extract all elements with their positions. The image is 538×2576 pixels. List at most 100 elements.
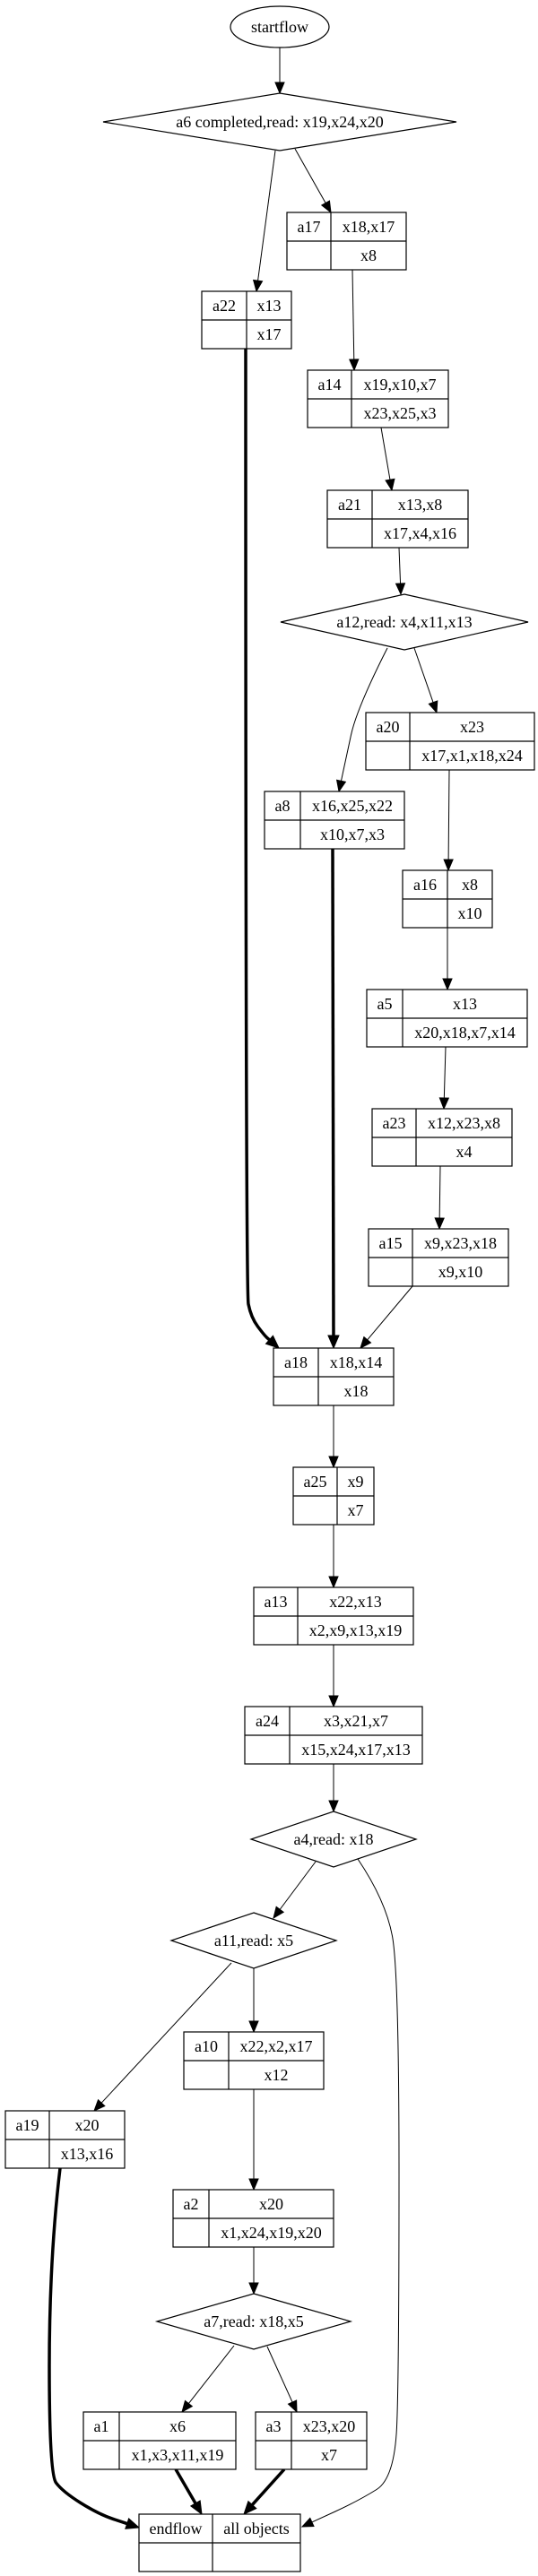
record-reads: x17,x4,x16 [384,524,456,542]
edge-line [257,150,276,281]
edge-a19-to-endflow [48,2167,141,2529]
decision-label: a4,read: x18 [294,1830,374,1848]
edge-a10-to-a2 [248,2089,259,2191]
edge-a15-to-a18 [360,1285,413,1349]
record-name: a20 [377,718,400,736]
arrowhead-icon [328,1800,339,1813]
edge-a7-to-a1 [181,2345,235,2414]
decision-label: a12,read: x4,x11,x13 [336,613,472,631]
arrowhead-icon [265,1335,280,1349]
record-name: a5 [377,995,393,1013]
record-reads: x20,x18,x7,x14 [414,1024,516,1042]
record-name: a24 [256,1712,279,1730]
record-reads: x2,x9,x13,x19 [309,1621,403,1639]
nodes-layer: startflow a6 completed,read: x19,x24,x20 a… [4,5,535,2572]
edge-line [174,2468,197,2504]
arrowhead-icon [300,2517,315,2528]
arrowhead-icon [248,2282,259,2295]
edge-line [279,1861,317,1910]
edge-a24-to-a4 [328,1764,339,1813]
record-name: a23 [383,1114,406,1132]
record-name: a19 [16,2116,39,2134]
node-a12[interactable]: a12,read: x4,x11,x13 [280,593,529,651]
arrowhead-icon [385,478,395,492]
record-writes: x3,x21,x7 [324,1712,388,1730]
arrowhead-icon [248,2178,259,2191]
arrowhead-icon [443,859,454,872]
edge-a17-to-a14 [349,269,360,372]
arrowhead-icon [328,1456,339,1469]
edge-a6-to-a22 [252,150,276,293]
edge-line [100,1962,232,2104]
record-name: a3 [266,2417,282,2435]
record-writes: x19,x10,x7 [364,376,437,393]
node-a11[interactable]: a11,read: x5 [169,1912,338,1969]
node-a5[interactable]: a5 x13 x20,x18,x7,x14 [366,989,528,1048]
record-writes: x6 [169,2417,186,2435]
node-a14[interactable]: a14 x19,x10,x7 x23,x25,x3 [307,369,449,428]
node-startflow[interactable]: startflow [230,5,330,48]
arrowhead-icon [360,1336,372,1349]
edge-line [294,148,326,203]
arrowhead-icon [243,2500,257,2515]
node-a6[interactable]: a6 completed,read: x19,x24,x20 [102,92,457,151]
decision-label: a11,read: x5 [214,1932,293,1949]
edge-a1-to-endflow [174,2468,203,2516]
record-writes: x13 [453,995,477,1013]
record-reads: x9,x10 [438,1263,483,1281]
record-name: a14 [318,376,342,393]
arrowhead-icon [442,978,453,991]
node-label: startflow [251,18,308,36]
edge-a25-to-a13 [328,1525,339,1589]
arrowhead-icon [327,1335,340,1350]
edge-a3-to-endflow [243,2468,286,2515]
edge-a14-to-a21 [380,427,395,492]
record-reads: x23,x25,x3 [364,404,437,422]
edge-a22-to-a18 [244,348,280,1349]
arrowhead-icon [181,2399,194,2414]
node-a19[interactable]: a19 x20 x13,x16 [4,2110,126,2169]
record-reads: x13,x16 [61,2145,114,2163]
record-writes: x20 [75,2116,100,2134]
edges-layer [48,48,454,2529]
edge-a23-to-a15 [434,1165,445,1231]
edge-line [447,769,450,860]
record-writes: x9 [348,1473,364,1491]
edge-line [341,647,388,782]
edge-a13-to-a24 [328,1645,339,1708]
edge-a5-to-a23 [438,1046,450,1111]
node-a4[interactable]: a4,read: x18 [249,1811,418,1868]
edge-a7-to-a3 [266,2346,298,2414]
edge-line [413,647,434,703]
edge-a11-to-a10 [248,1968,259,2034]
arrowhead-icon [335,779,347,793]
arrowhead-icon [125,2518,141,2529]
edge-startflow-to-a6 [274,48,285,95]
edge-a6-to-a17 [294,148,332,214]
start-ellipse [230,5,330,48]
record-writes: x18,x14 [330,1353,383,1371]
node-a7[interactable]: a7,read: x18,x5 [154,2293,353,2350]
record-writes: x13,x8 [398,496,443,514]
record-name: a25 [304,1473,327,1491]
record-writes: x22,x2,x17 [240,2037,313,2055]
arrowhead-icon [274,82,285,95]
arrowhead-icon [328,1695,339,1708]
